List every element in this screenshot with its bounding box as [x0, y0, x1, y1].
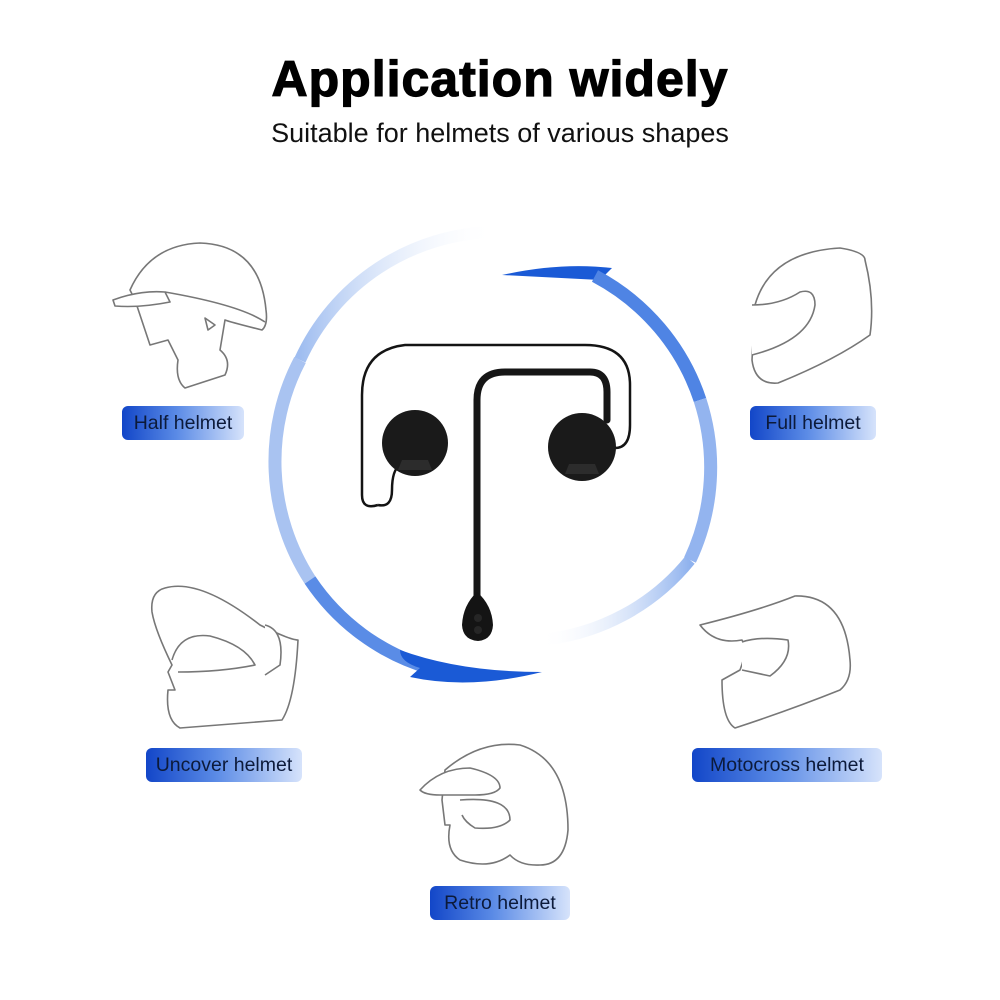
retro-helmet-icon: [419, 743, 569, 866]
right-speaker: [548, 413, 616, 481]
headset-product: [360, 343, 632, 641]
left-arc-arrow: [268, 226, 542, 683]
uncover-helmet-label: Uncover helmet: [146, 748, 302, 782]
page-subtitle: Suitable for helmets of various shapes: [271, 118, 729, 148]
page-title: Application widely: [271, 50, 729, 107]
full-helmet-label: Full helmet: [750, 406, 876, 440]
half-helmet-icon: [112, 242, 268, 389]
half-helmet-label: Half helmet: [122, 406, 244, 440]
full-helmet-icon: [751, 247, 873, 384]
boom-microphone-arm: [473, 368, 611, 604]
retro-helmet-label: Retro helmet: [430, 886, 570, 920]
cable: [360, 343, 632, 508]
motocross-helmet-icon: [699, 595, 852, 729]
left-speaker: [382, 410, 448, 476]
uncover-helmet-icon: [150, 585, 299, 729]
motocross-helmet-label: Motocross helmet: [692, 748, 882, 782]
right-arc-arrow: [502, 266, 718, 646]
